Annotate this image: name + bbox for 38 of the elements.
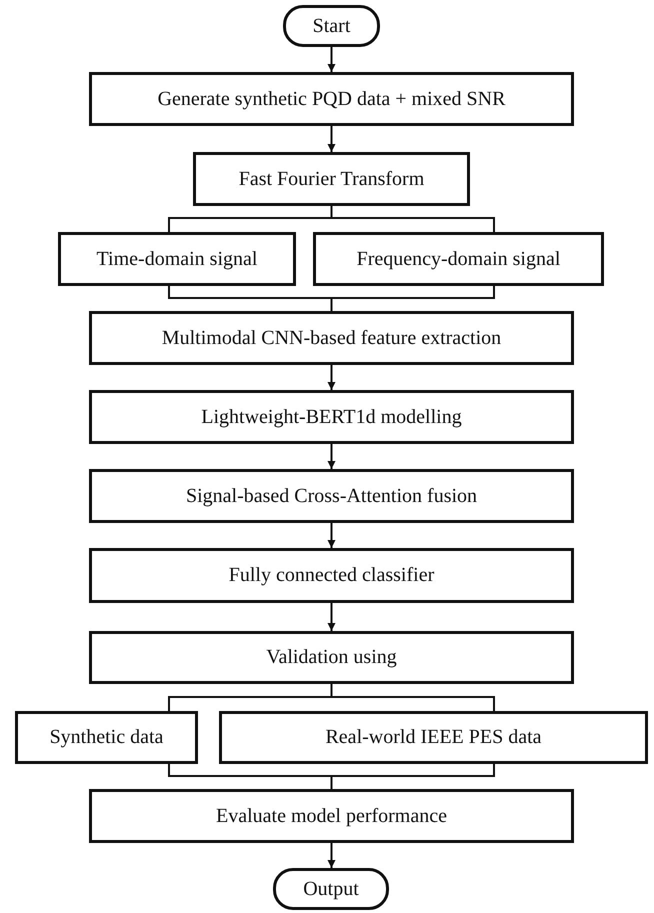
process-box	[89, 311, 574, 365]
process-box	[313, 232, 604, 286]
node-label: Output	[303, 878, 359, 900]
node-label: Lightweight-BERT1d modelling	[201, 406, 462, 428]
node-label: Validation using	[266, 646, 397, 669]
node-label: Multimodal CNN-based feature extraction	[162, 326, 502, 350]
node-label: Start	[312, 14, 350, 38]
arrow	[328, 365, 336, 390]
process-box	[219, 711, 648, 764]
node-label: Time-domain signal	[96, 248, 258, 270]
connector-line	[330, 286, 495, 311]
node-label: Real-world IEEE PES data	[325, 726, 542, 749]
arrow	[328, 603, 336, 631]
process-box	[89, 548, 574, 603]
arrow	[328, 47, 336, 72]
arrow	[328, 444, 336, 469]
terminal-box	[283, 5, 380, 47]
node-label: Fast Fourier Transform	[238, 168, 424, 190]
node-label: Synthetic data	[50, 726, 164, 749]
arrow	[328, 126, 336, 152]
node-label: Frequency-domain signal	[356, 248, 560, 270]
process-box	[89, 789, 574, 843]
node-label: Signal-based Cross-Attention fusion	[186, 484, 478, 508]
connector-line	[330, 764, 495, 789]
process-box	[58, 232, 296, 286]
arrow	[328, 843, 336, 868]
process-box	[89, 72, 574, 126]
process-box	[193, 152, 470, 206]
process-box	[89, 469, 574, 523]
node-label: Fully connected classifier	[228, 564, 434, 587]
process-box	[89, 390, 574, 444]
terminal-box	[273, 868, 389, 910]
process-box	[89, 631, 574, 684]
node-label: Generate synthetic PQD data + mixed SNR	[158, 88, 506, 110]
connector-line	[330, 206, 495, 232]
node-label: Evaluate model performance	[216, 804, 447, 828]
process-box	[15, 711, 198, 764]
arrow	[328, 523, 336, 548]
